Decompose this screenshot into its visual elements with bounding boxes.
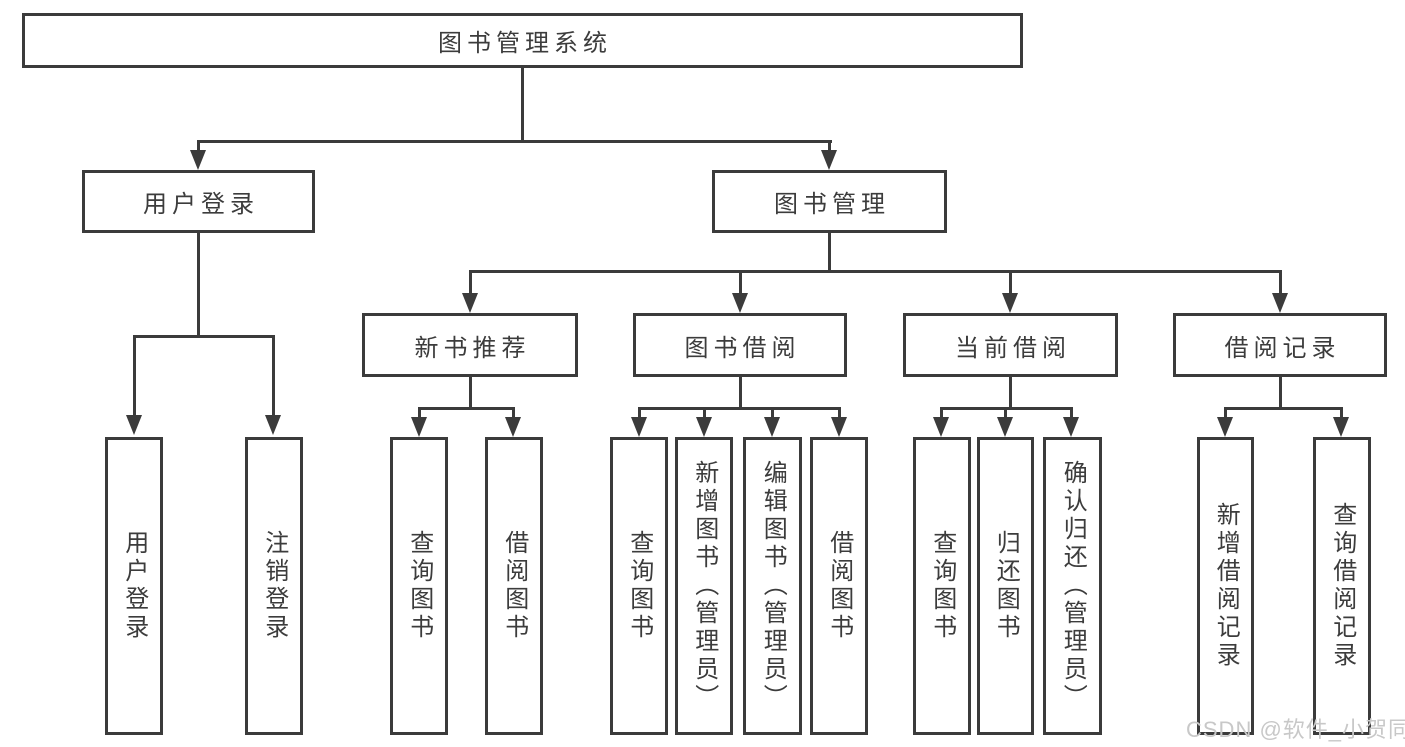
arrowhead-down — [190, 150, 206, 170]
edge-line — [418, 407, 421, 421]
edge-line — [469, 270, 1281, 273]
edge-line — [1070, 407, 1073, 421]
edge-line — [703, 407, 706, 421]
edge-line — [133, 335, 136, 419]
edge-line — [1224, 407, 1227, 421]
edge-line — [197, 140, 832, 143]
node-label: 新增图书（管理员） — [690, 460, 718, 712]
arrowhead-down — [821, 150, 837, 170]
leaf-logout: 注销登录 — [245, 437, 303, 735]
edge-line — [418, 407, 515, 410]
arrowhead-down — [696, 417, 712, 437]
edge-line — [469, 377, 472, 409]
arrowhead-down — [1333, 417, 1349, 437]
node-label: 查询图书 — [928, 530, 956, 642]
node-label: 用户登录 — [120, 530, 148, 642]
leaf-borrow-books: 借阅图书 — [810, 437, 868, 735]
leaf-edit-books-admin: 编辑图书（管理员） — [743, 437, 802, 735]
edge-line — [1340, 407, 1343, 421]
edge-line — [1224, 407, 1342, 410]
edge-line — [1009, 377, 1012, 409]
arrowhead-down — [831, 417, 847, 437]
node-borrow-records: 借阅记录 — [1173, 313, 1387, 377]
arrowhead-down — [1002, 293, 1018, 313]
node-book-management: 图书管理 — [712, 170, 947, 233]
edge-line — [1279, 270, 1282, 295]
edge-line — [197, 233, 200, 337]
arrowhead-down — [411, 417, 427, 437]
watermark-text: CSDN @软件_小贺同学 — [1186, 717, 1405, 742]
edge-line — [638, 407, 641, 421]
node-label: 注销登录 — [260, 530, 288, 642]
arrowhead-down — [265, 415, 281, 435]
edge-line — [838, 407, 841, 421]
edge-line — [512, 407, 515, 421]
edge-line — [521, 68, 524, 142]
leaf-borrow-books-recommend: 借阅图书 — [485, 437, 543, 735]
edge-line — [828, 233, 831, 272]
leaf-add-borrow-record: 新增借阅记录 — [1197, 437, 1254, 735]
leaf-query-books-current: 查询图书 — [913, 437, 971, 735]
arrowhead-down — [764, 417, 780, 437]
edge-line — [1004, 407, 1007, 421]
edge-line — [771, 407, 774, 421]
edge-line — [638, 407, 840, 410]
leaf-user-login: 用户登录 — [105, 437, 163, 735]
edge-line — [272, 335, 275, 419]
arrowhead-down — [1217, 417, 1233, 437]
leaf-confirm-return-admin: 确认归还（管理员） — [1043, 437, 1102, 735]
leaf-query-books-borrow: 查询图书 — [610, 437, 668, 735]
node-label: 查询借阅记录 — [1328, 502, 1356, 670]
edge-line — [739, 270, 742, 295]
node-user-login-group: 用户登录 — [82, 170, 315, 233]
arrowhead-down — [933, 417, 949, 437]
node-label: 借阅图书 — [500, 530, 528, 642]
edge-line — [739, 377, 742, 409]
leaf-query-books-recommend: 查询图书 — [390, 437, 448, 735]
edge-line — [197, 140, 200, 154]
arrowhead-down — [1063, 417, 1079, 437]
node-new-book-recommend: 新书推荐 — [362, 313, 578, 377]
edge-line — [940, 407, 943, 421]
arrowhead-down — [505, 417, 521, 437]
node-label: 查询图书 — [405, 530, 433, 642]
edge-line — [133, 335, 275, 338]
node-label: 查询图书 — [625, 530, 653, 642]
arrowhead-down — [1272, 293, 1288, 313]
node-root: 图书管理系统 — [22, 13, 1023, 68]
edge-line — [1279, 377, 1282, 409]
node-label: 新增借阅记录 — [1212, 502, 1240, 670]
arrowhead-down — [732, 293, 748, 313]
node-current-borrow: 当前借阅 — [903, 313, 1118, 377]
leaf-return-books: 归还图书 — [977, 437, 1034, 735]
node-label: 借阅图书 — [825, 530, 853, 642]
edge-line — [469, 270, 472, 295]
node-label: 归还图书 — [992, 530, 1020, 642]
arrowhead-down — [997, 417, 1013, 437]
node-label: 确认归还（管理员） — [1059, 460, 1087, 712]
leaf-query-borrow-record: 查询借阅记录 — [1313, 437, 1371, 735]
arrowhead-down — [462, 293, 478, 313]
edge-line — [1009, 270, 1012, 295]
leaf-add-books-admin: 新增图书（管理员） — [675, 437, 733, 735]
node-book-borrow: 图书借阅 — [633, 313, 847, 377]
arrowhead-down — [126, 415, 142, 435]
node-label: 编辑图书（管理员） — [759, 460, 787, 712]
arrowhead-down — [631, 417, 647, 437]
edge-line — [828, 140, 831, 154]
